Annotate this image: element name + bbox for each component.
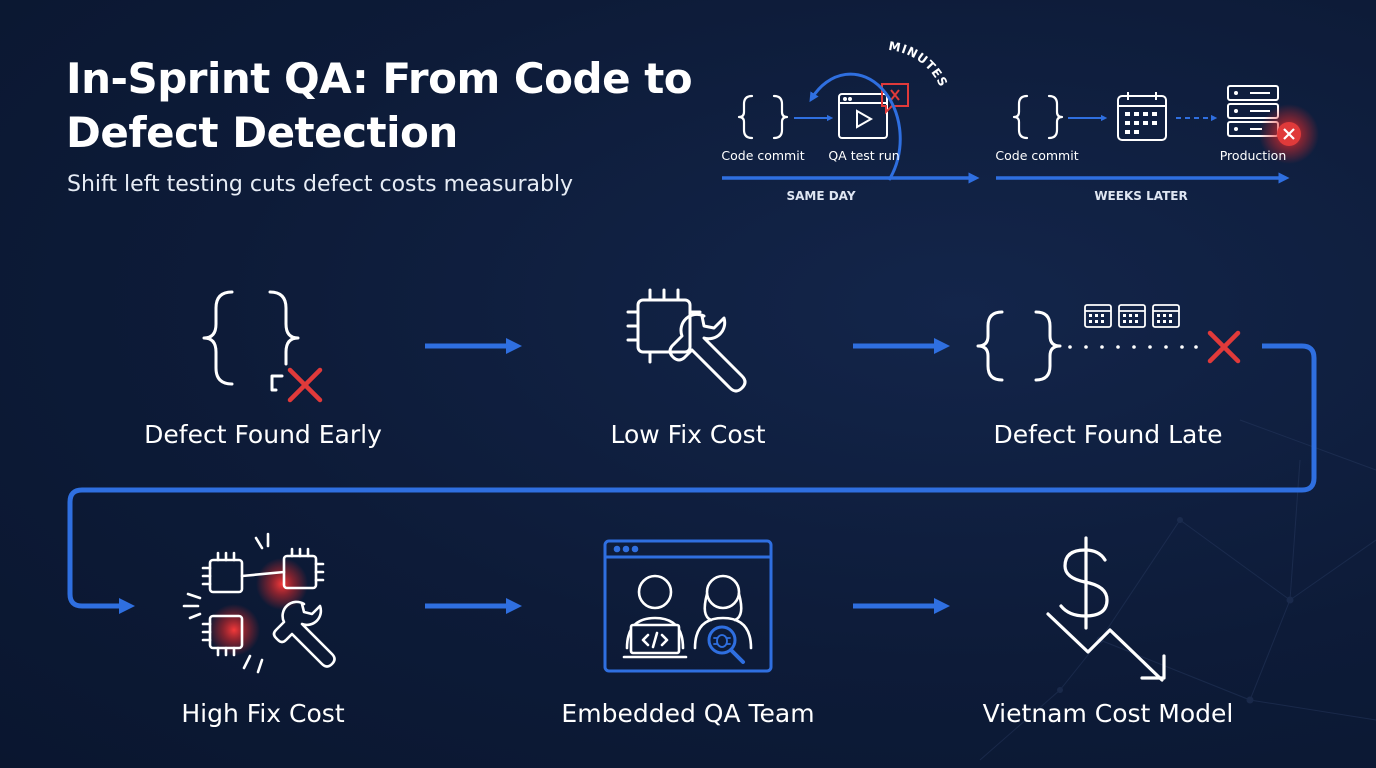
timeline-node-label: Code commit [995, 148, 1079, 163]
timeline-node-label: Code commit [721, 148, 805, 163]
minutes-loop-arrow [809, 72, 902, 181]
step-label-defect-found-late: Defect Found Late [993, 420, 1223, 449]
timeline-node-label: Production [1219, 148, 1287, 163]
code-delay-defect-icon [976, 304, 1241, 382]
timeline-right-group [996, 85, 1319, 184]
same-day-caption: SAME DAY [786, 189, 856, 203]
qa-team-icon [603, 539, 773, 673]
step-label-defect-found-early: Defect Found Early [144, 420, 382, 449]
timeline-node-label: QA test run [828, 148, 900, 163]
step-label-low-fix-cost: Low Fix Cost [610, 420, 766, 449]
server-error-icon [1227, 85, 1319, 164]
step-label-vietnam-cost-model: Vietnam Cost Model [982, 699, 1234, 728]
error-bubble-icon [881, 83, 909, 115]
calendar-icon [1117, 92, 1167, 141]
chips-wrench-alert-icon [182, 532, 336, 674]
timeline-left-group [722, 72, 980, 184]
code-braces-icon [737, 94, 789, 140]
flow-connectors [67, 337, 1317, 615]
page-title: In-Sprint QA: From Code to Defect Detect… [66, 54, 693, 157]
code-braces-icon [1012, 94, 1064, 140]
page-subtitle: Shift left testing cuts defect costs mea… [67, 172, 574, 197]
weeks-later-caption: WEEKS LATER [1094, 189, 1188, 203]
code-defect-icon [202, 290, 323, 403]
play-window-icon [838, 93, 888, 139]
step-label-high-fix-cost: High Fix Cost [181, 699, 345, 728]
chip-wrench-icon [626, 288, 747, 393]
dollar-down-icon [1046, 536, 1166, 682]
step-label-embedded-qa-team: Embedded QA Team [561, 699, 815, 728]
